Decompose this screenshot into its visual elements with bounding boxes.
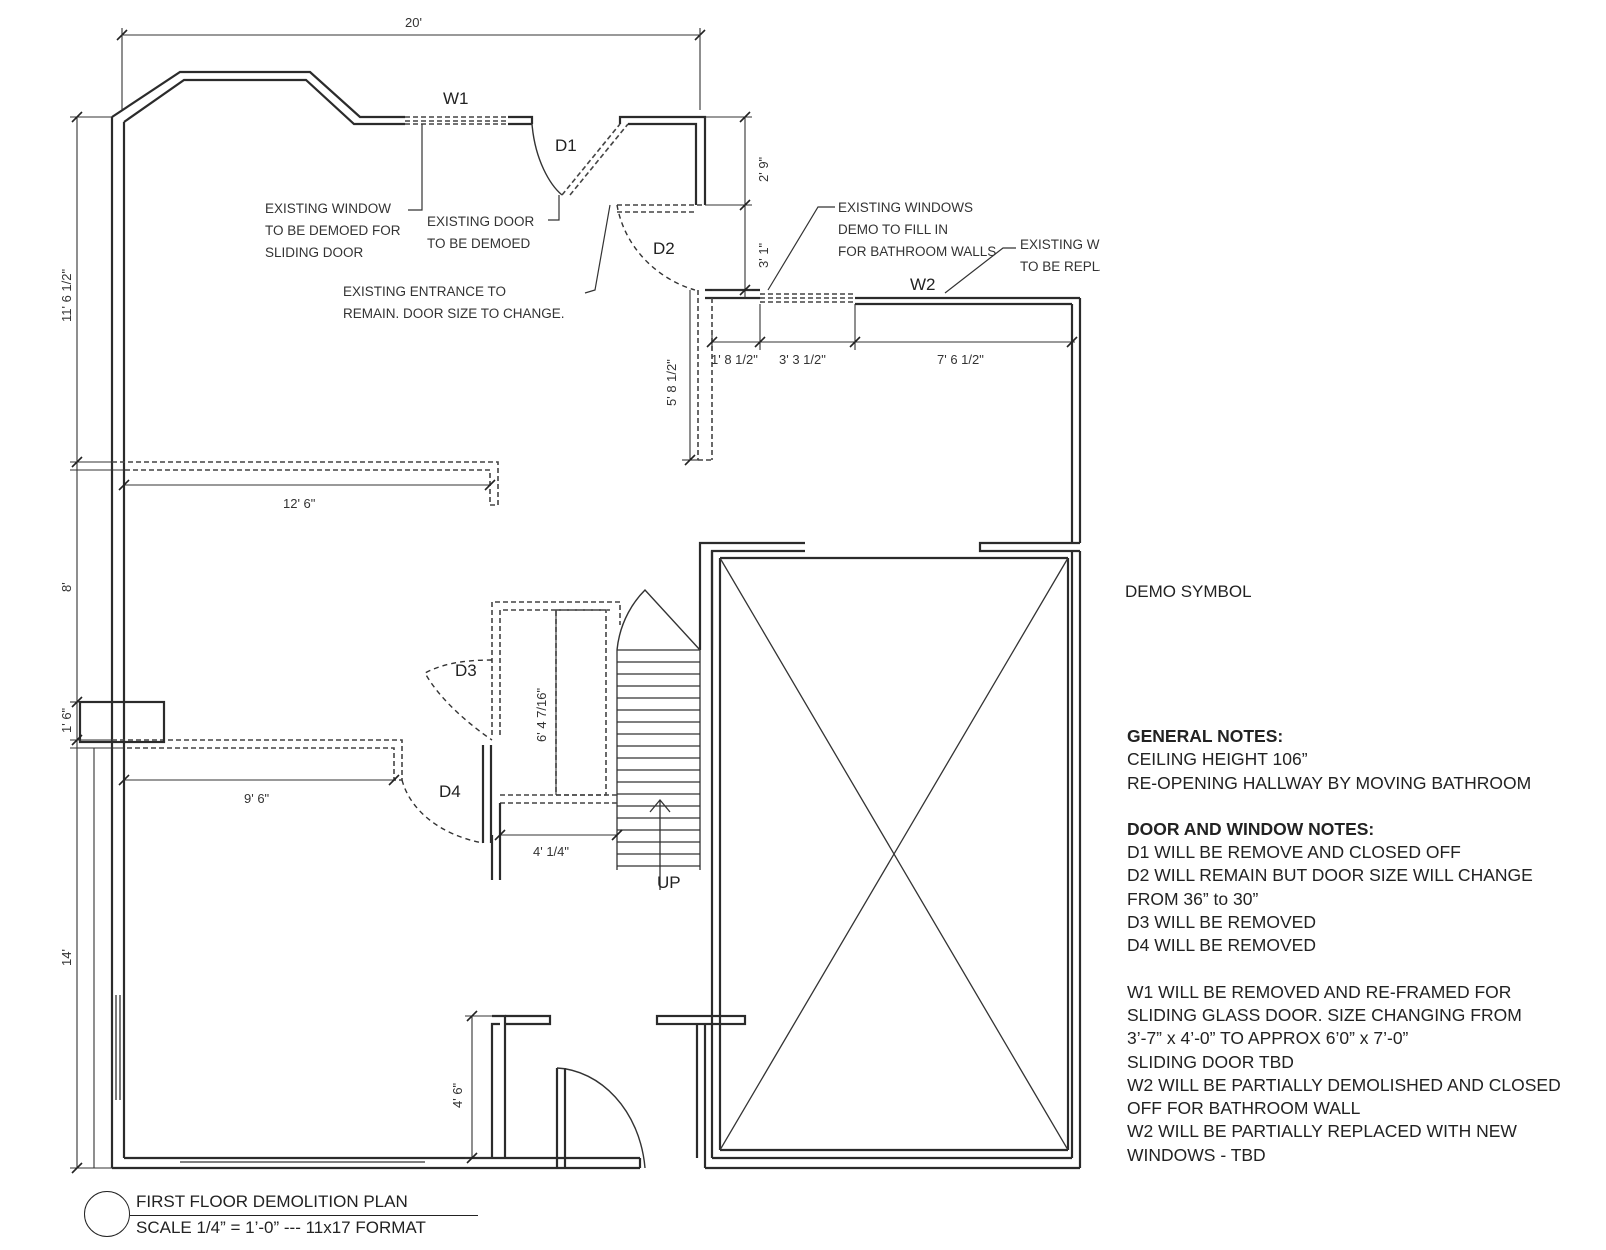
- legend-label: DEMO SYMBOL: [1125, 582, 1252, 601]
- callout-w1-2: TO BE DEMOED FOR: [265, 223, 401, 238]
- dim-closet: 6' 4 7/16": [534, 688, 549, 742]
- tag-d1: D1: [555, 136, 577, 155]
- title-circle-symbol: [84, 1191, 130, 1237]
- callout-w1-3: SLIDING DOOR: [265, 245, 364, 260]
- general-notes-header: GENERAL NOTES:: [1127, 726, 1284, 746]
- tag-d4: D4: [439, 782, 461, 801]
- dim-bath-seg2: 3' 3 1/2": [779, 352, 826, 367]
- dim-overall: 20': [405, 15, 422, 30]
- tag-d3: D3: [455, 661, 477, 680]
- dim-wall-9: 9' 6": [244, 791, 270, 806]
- dim-left-small: 1' 6": [59, 707, 74, 733]
- tag-d2: D2: [653, 239, 675, 258]
- callout-w1-1: EXISTING WINDOW: [265, 201, 391, 216]
- callout-d1-1: EXISTING DOOR: [427, 214, 535, 229]
- notes-panel: GENERAL NOTES: CEILING HEIGHT 106” RE-OP…: [1127, 725, 1597, 1167]
- general-note-2: RE-OPENING HALLWAY BY MOVING BATHROOM: [1127, 772, 1532, 793]
- dim-d2-opening: 3' 1": [756, 242, 771, 268]
- door-note-2: D2 WILL REMAIN BUT DOOR SIZE WILL CHANGE: [1127, 865, 1533, 886]
- tags: W1 D1 D2 W2 D3 D4 UP: [439, 89, 936, 892]
- title-underline: [130, 1215, 478, 1216]
- callouts: EXISTING WINDOW TO BE DEMOED FOR SLIDING…: [265, 124, 1100, 321]
- dim-bath-left: 5' 8 1/2": [664, 359, 679, 406]
- demo-elements: [78, 116, 855, 880]
- callout-w2-2: TO BE REPLACED: [1020, 259, 1100, 274]
- drawing-title: FIRST FLOOR DEMOLITION PLAN: [136, 1192, 408, 1211]
- door-note-1: D1 WILL BE REMOVE AND CLOSED OFF: [1127, 842, 1461, 863]
- dim-hall: 4' 1/4": [533, 844, 569, 859]
- window-note-3: 3’-7” x 4’-0” TO APPROX 6’0” x 7’-0”: [1127, 1028, 1409, 1049]
- dim-bath-seg3: 7' 6 1/2": [937, 352, 984, 367]
- dim-left-mid: 8': [59, 582, 74, 592]
- door-note-5: D4 WILL BE REMOVED: [1127, 935, 1316, 956]
- dim-bath-seg1: 1' 8 1/2": [711, 352, 758, 367]
- window-note-7: W2 WILL BE PARTIALLY REPLACED WITH NEW: [1127, 1121, 1517, 1142]
- dim-left-upper: 11' 6 1/2": [59, 268, 74, 322]
- drawing-scale: SCALE 1/4” = 1’-0” --- 11x17 FORMAT: [136, 1218, 426, 1237]
- window-note-4: SLIDING DOOR TBD: [1127, 1051, 1294, 1072]
- dim-entry: 4' 6": [450, 1082, 465, 1108]
- window-note-5: W2 WILL BE PARTIALLY DEMOLISHED AND CLOS…: [1127, 1074, 1561, 1095]
- callout-w2-1: EXISTING WINDOWS DEMO: [1020, 237, 1100, 252]
- tag-w2: W2: [910, 275, 936, 294]
- window-note-8: WINDOWS - TBD: [1127, 1144, 1266, 1165]
- dim-left-lower: 14': [59, 949, 74, 966]
- callout-winfill-1: EXISTING WINDOWS: [838, 200, 973, 215]
- exterior-walls: [110, 70, 1082, 1170]
- garage-and-stairs: [490, 541, 1070, 1169]
- door-window-notes-header: DOOR AND WINDOW NOTES:: [1127, 818, 1375, 839]
- stair-treads: [616, 588, 701, 890]
- window-note-2: SLIDING GLASS DOOR. SIZE CHANGING FROM: [1127, 1004, 1522, 1025]
- dimension-lines: 20' 11' 6 1/2" 8' 1' 6" 14' 2' 9" 3' 1": [59, 15, 1078, 1174]
- floor-plan-drawing: 20' 11' 6 1/2" 8' 1' 6" 14' 2' 9" 3' 1": [59, 15, 1100, 1174]
- window-note-6: OFF FOR BATHROOM WALL: [1127, 1098, 1361, 1119]
- general-note-1: CEILING HEIGHT 106”: [1127, 749, 1308, 770]
- callout-d1-2: TO BE DEMOED: [427, 236, 531, 251]
- tag-w1: W1: [443, 89, 469, 108]
- dim-wall-12: 12' 6": [283, 496, 316, 511]
- door-note-3: FROM 36” to 30”: [1127, 888, 1259, 909]
- door-note-4: D3 WILL BE REMOVED: [1127, 912, 1316, 933]
- window-note-1: W1 WILL BE REMOVED AND RE-FRAMED FOR: [1127, 981, 1512, 1002]
- dim-d1-opening: 2' 9": [756, 156, 771, 182]
- callout-d2-2: REMAIN. DOOR SIZE TO CHANGE.: [343, 306, 565, 321]
- callout-winfill-3: FOR BATHROOM WALLS: [838, 244, 996, 259]
- tag-up: UP: [657, 873, 681, 892]
- callout-winfill-2: DEMO TO FILL IN: [838, 222, 948, 237]
- title-block: FIRST FLOOR DEMOLITION PLAN SCALE 1/4” =…: [84, 1190, 484, 1244]
- callout-d2-1: EXISTING ENTRANCE TO: [343, 284, 506, 299]
